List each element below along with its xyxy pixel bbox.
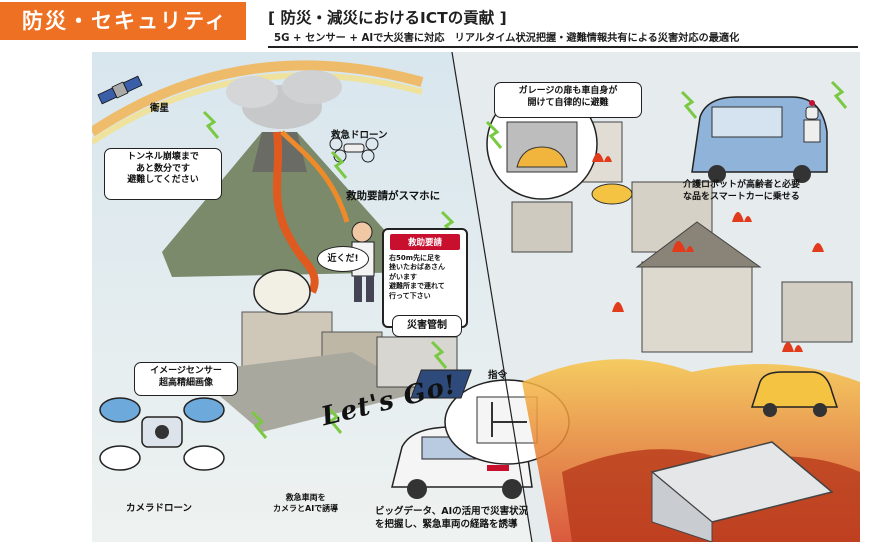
injured-person-circle xyxy=(253,269,311,315)
garage-bubble: ガレージの扉も車自身が 開けて自律的に避難 xyxy=(494,82,642,118)
right-house-2 xyxy=(641,261,753,353)
camera-drone-illustration xyxy=(99,397,225,471)
page-title: [ 防災・減災におけるICTの貢献 ] xyxy=(268,9,507,27)
phone-message: 右50m先に足を 挫いたおばあさん がいます 避難所まで連れて 行って下さい xyxy=(389,254,445,300)
tunnel-warning-bubble: トンネル崩壊まで あと数分です 避難してください xyxy=(104,148,222,200)
left-road xyxy=(192,352,422,432)
rescue-request-label: 救助要請がスマホに xyxy=(346,190,441,202)
yellow-car-rescue xyxy=(750,371,839,417)
page-subtitle: 5G + センサー + AIで大災害に対応 リアルタイム状況把握・避難情報共有に… xyxy=(274,33,740,44)
scene-divider xyxy=(451,52,533,542)
disaster-control-label: 災害管制 xyxy=(392,315,462,337)
camera-drone-label: カメラドローン xyxy=(126,503,193,514)
yellow-car-small xyxy=(591,183,633,205)
rescue-drone-illustration xyxy=(329,137,379,163)
rescue-request-phone: 救助要請 右50m先に足を 挫いたおばあさん がいます 避難所まで連れて 行って… xyxy=(382,228,468,328)
rainbow-arc xyxy=(92,60,424,137)
phone-header: 救助要請 xyxy=(390,234,460,250)
lava-flow xyxy=(273,131,319,294)
solar-panel xyxy=(410,369,472,399)
disaster-illustration xyxy=(92,52,860,542)
care-robot xyxy=(803,100,821,143)
rescue-drone-label: 救急ドローン xyxy=(331,130,388,141)
satellite-illustration xyxy=(97,75,143,105)
vehicle-guide-label: 救急車両を カメラとAIで誘導 xyxy=(273,493,339,513)
fire-marks xyxy=(592,153,824,352)
category-tag: 防災・セキュリティ xyxy=(0,2,246,40)
bigdata-caption: ビッグデータ、AIの活用で災害状況 を把握し、緊急車両の経路を誘導 xyxy=(375,506,529,530)
image-sensor-bubble: イメージセンサー 超高精細画像 xyxy=(134,362,238,396)
title-rule xyxy=(268,46,858,48)
satellite-label: 衛星 xyxy=(150,103,170,114)
care-robot-caption: 介護ロボットが高齢者と必要 な品をスマートカーに乗せる xyxy=(683,180,801,203)
command-label: 指令 xyxy=(488,370,508,381)
smart-car-illustration xyxy=(691,96,828,183)
nearby-bubble: 近くだ! xyxy=(317,246,369,272)
